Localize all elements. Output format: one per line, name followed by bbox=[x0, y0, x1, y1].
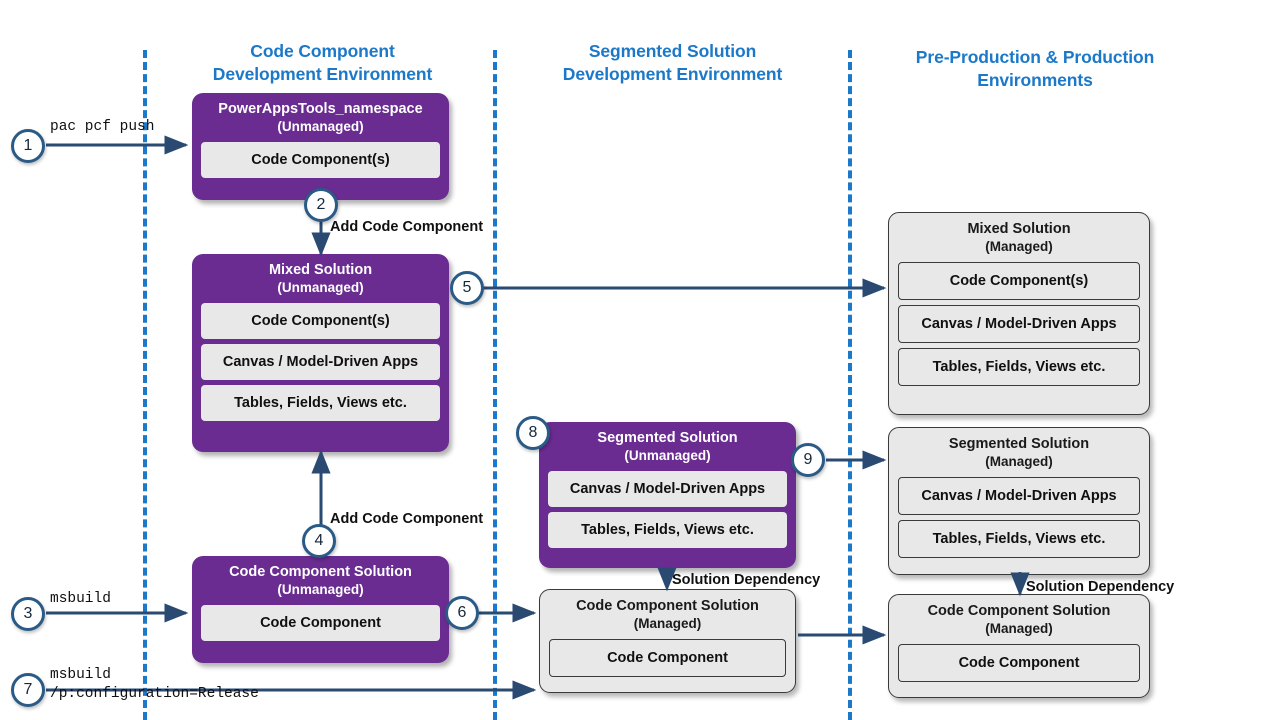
box-title: Code Component Solution (Managed) bbox=[549, 597, 786, 633]
box-subtitle-text: (Managed) bbox=[985, 239, 1053, 254]
box-item-tables-fields-views[interactable]: Tables, Fields, Views etc. bbox=[548, 512, 787, 548]
box-item-code-component[interactable]: Code Component bbox=[201, 605, 440, 641]
box-subtitle-text: (Unmanaged) bbox=[277, 280, 364, 295]
lane-title-segmented-solution-dev: Segmented Solution Development Environme… bbox=[530, 40, 815, 86]
box-title: Segmented Solution (Managed) bbox=[898, 435, 1140, 471]
box-title: PowerAppsTools_namespace (Unmanaged) bbox=[201, 100, 440, 136]
box-item-tables-fields-views[interactable]: Tables, Fields, Views etc. bbox=[898, 520, 1140, 558]
label-msbuild-release-line1: msbuild bbox=[50, 667, 111, 683]
lane-title-line1: Pre-Production & Production bbox=[915, 47, 1155, 67]
label-add-code-component-bottom: Add Code Component bbox=[330, 511, 484, 527]
box-item-tables-fields-views[interactable]: Tables, Fields, Views etc. bbox=[898, 348, 1140, 386]
step-circle-9[interactable]: 9 bbox=[791, 443, 825, 477]
label-msbuild-release-line2: /p:configuration=Release bbox=[50, 686, 259, 702]
box-subtitle-text: (Managed) bbox=[985, 621, 1053, 636]
box-item-canvas-model-driven-apps[interactable]: Canvas / Model-Driven Apps bbox=[201, 344, 440, 380]
box-subtitle-text: (Managed) bbox=[985, 454, 1053, 469]
step-circle-4[interactable]: 4 bbox=[302, 524, 336, 558]
box-title-text: Segmented Solution bbox=[597, 430, 738, 446]
lane-title-line2: Environments bbox=[977, 70, 1093, 90]
lane-title-line2: Development Environment bbox=[562, 64, 783, 84]
box-code-component-solution-managed-prod[interactable]: Code Component Solution (Managed) Code C… bbox=[888, 594, 1150, 698]
box-powerapps-tools-namespace[interactable]: PowerAppsTools_namespace (Unmanaged) Cod… bbox=[192, 93, 449, 200]
lane-divider-3 bbox=[848, 50, 852, 720]
box-code-component-solution-managed-dev[interactable]: Code Component Solution (Managed) Code C… bbox=[539, 589, 796, 693]
box-title: Code Component Solution (Unmanaged) bbox=[201, 563, 440, 599]
box-title-text: Segmented Solution bbox=[948, 436, 1090, 452]
label-add-code-component-top: Add Code Component bbox=[330, 219, 484, 235]
lane-title-line1: Segmented Solution bbox=[588, 41, 757, 61]
box-item-code-component[interactable]: Code Component bbox=[549, 639, 786, 677]
box-item-code-component[interactable]: Code Component bbox=[898, 644, 1140, 682]
step-circle-2[interactable]: 2 bbox=[304, 188, 338, 222]
box-title: Mixed Solution (Managed) bbox=[898, 220, 1140, 256]
box-item-tables-fields-views[interactable]: Tables, Fields, Views etc. bbox=[201, 385, 440, 421]
box-title-text: Code Component Solution bbox=[229, 564, 412, 580]
lane-divider-1 bbox=[143, 50, 147, 720]
step-circle-6[interactable]: 6 bbox=[445, 596, 479, 630]
box-item-canvas-model-driven-apps[interactable]: Canvas / Model-Driven Apps bbox=[898, 305, 1140, 343]
box-title-text: PowerAppsTools_namespace bbox=[218, 101, 423, 117]
lane-title-code-component-dev: Code Component Development Environment bbox=[180, 40, 465, 86]
box-item-code-components[interactable]: Code Component(s) bbox=[898, 262, 1140, 300]
lane-title-preprod-production: Pre-Production & Production Environments bbox=[885, 46, 1185, 92]
step-circle-7[interactable]: 7 bbox=[11, 673, 45, 707]
label-solution-dependency-dev: Solution Dependency bbox=[672, 572, 821, 588]
box-title: Segmented Solution (Unmanaged) bbox=[548, 429, 787, 465]
label-msbuild-release: msbuild /p:configuration=Release bbox=[50, 666, 259, 704]
box-item-code-components[interactable]: Code Component(s) bbox=[201, 142, 440, 178]
box-segmented-solution-unmanaged[interactable]: Segmented Solution (Unmanaged) Canvas / … bbox=[539, 422, 796, 568]
box-segmented-solution-managed[interactable]: Segmented Solution (Managed) Canvas / Mo… bbox=[888, 427, 1150, 575]
box-title-text: Mixed Solution bbox=[967, 221, 1071, 237]
box-title-text: Code Component Solution bbox=[576, 598, 759, 614]
step-circle-8[interactable]: 8 bbox=[516, 416, 550, 450]
label-msbuild: msbuild bbox=[50, 591, 111, 607]
box-item-canvas-model-driven-apps[interactable]: Canvas / Model-Driven Apps bbox=[548, 471, 787, 507]
step-circle-1[interactable]: 1 bbox=[11, 129, 45, 163]
box-subtitle-text: (Unmanaged) bbox=[277, 582, 364, 597]
box-title: Code Component Solution (Managed) bbox=[898, 602, 1140, 638]
box-title-text: Mixed Solution bbox=[268, 262, 373, 278]
lane-divider-2 bbox=[493, 50, 497, 720]
box-item-code-components[interactable]: Code Component(s) bbox=[201, 303, 440, 339]
box-subtitle-text: (Managed) bbox=[633, 616, 702, 631]
box-mixed-solution-managed[interactable]: Mixed Solution (Managed) Code Component(… bbox=[888, 212, 1150, 415]
label-pac-pcf-push: pac pcf push bbox=[50, 119, 155, 135]
step-circle-3[interactable]: 3 bbox=[11, 597, 45, 631]
box-subtitle-text: (Unmanaged) bbox=[277, 119, 364, 134]
box-title-text: Code Component Solution bbox=[927, 603, 1111, 619]
lane-title-line2: Development Environment bbox=[212, 64, 433, 84]
box-title: Mixed Solution (Unmanaged) bbox=[201, 261, 440, 297]
lane-title-line1: Code Component bbox=[250, 41, 395, 61]
box-code-component-solution-unmanaged[interactable]: Code Component Solution (Unmanaged) Code… bbox=[192, 556, 449, 663]
label-solution-dependency-prod: Solution Dependency bbox=[1026, 579, 1175, 595]
box-subtitle-text: (Unmanaged) bbox=[624, 448, 711, 463]
box-item-canvas-model-driven-apps[interactable]: Canvas / Model-Driven Apps bbox=[898, 477, 1140, 515]
box-mixed-solution-unmanaged[interactable]: Mixed Solution (Unmanaged) Code Componen… bbox=[192, 254, 449, 452]
step-circle-5[interactable]: 5 bbox=[450, 271, 484, 305]
